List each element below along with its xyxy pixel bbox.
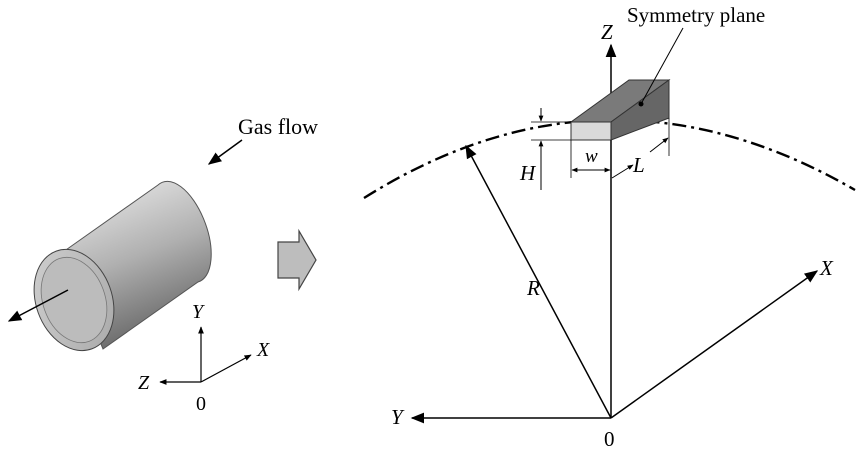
gas-flow-label: Gas flow [238, 114, 318, 139]
main-origin-label: 0 [604, 427, 615, 451]
main-x-axis [610, 270, 819, 419]
radius-label: R [526, 276, 540, 300]
cylinder-tube [33, 180, 212, 352]
tube-flow-arrow [7, 289, 69, 322]
main-z-axis-label: Z [601, 20, 613, 44]
height-label: H [519, 161, 537, 185]
length-dimension [611, 118, 670, 179]
symmetry-plane-leader [640, 27, 684, 105]
height-dimension [531, 108, 571, 190]
length-label: L [632, 153, 645, 177]
small-y-axis-label: Y [192, 301, 205, 323]
small-origin-label: 0 [196, 393, 206, 415]
small-axes [159, 326, 252, 385]
symmetry-plane-label: Symmetry plane [627, 3, 765, 27]
width-label: w [585, 146, 598, 167]
channel-block [569, 79, 671, 141]
transition-arrow [277, 228, 317, 292]
small-z-axis-label: Z [138, 372, 150, 394]
symmetry-plane-dot [638, 101, 644, 107]
small-x-axis-label: X [256, 339, 270, 361]
main-y-axis-label: Y [391, 405, 405, 429]
width-dimension [570, 140, 612, 178]
gas-flow-arrow [207, 139, 243, 165]
radius-arc [363, 118, 856, 200]
radius-line [465, 144, 612, 419]
main-x-axis-label: X [819, 256, 834, 280]
